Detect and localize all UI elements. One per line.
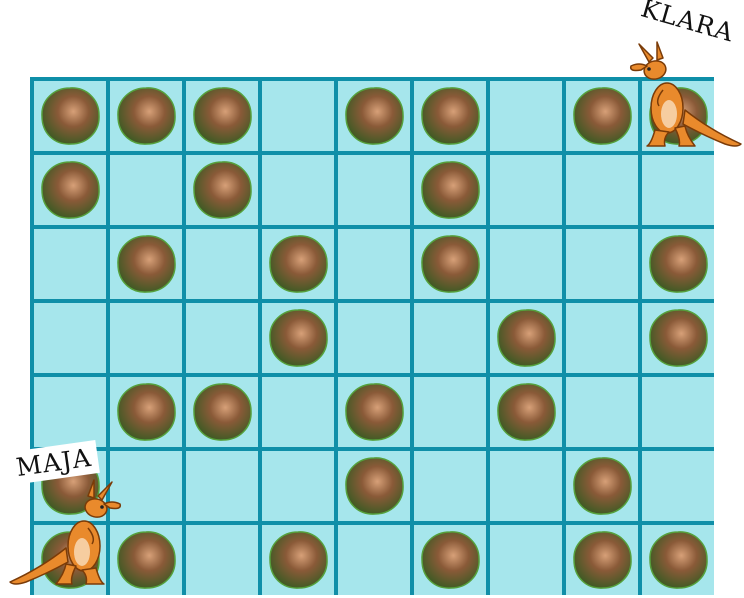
grid-cell (414, 229, 486, 299)
grid-cell (642, 303, 714, 373)
nut-icon (343, 381, 406, 443)
nut-icon (191, 85, 254, 147)
grid-cell (414, 377, 486, 447)
grid-cell (186, 451, 258, 521)
grid-cell (34, 81, 106, 151)
grid-cell (34, 229, 106, 299)
grid-cell (338, 155, 410, 225)
grid-cell (34, 303, 106, 373)
nut-icon (191, 159, 254, 221)
nut-icon (343, 85, 406, 147)
grid-cell (186, 155, 258, 225)
grid-cell (262, 303, 334, 373)
nut-icon (115, 233, 178, 295)
grid-cell (490, 303, 562, 373)
grid-cell (642, 451, 714, 521)
nut-icon (267, 233, 330, 295)
grid-cell (566, 451, 638, 521)
grid-cell (414, 525, 486, 595)
grid-cell (338, 377, 410, 447)
grid-cell (490, 525, 562, 595)
grid-cell (566, 525, 638, 595)
nut-icon (419, 85, 482, 147)
grid-cell (186, 303, 258, 373)
grid-cell (186, 81, 258, 151)
nut-icon (39, 85, 102, 147)
grid-cell (34, 377, 106, 447)
game-board (30, 77, 714, 595)
nut-icon (647, 307, 710, 369)
grid-cell (642, 377, 714, 447)
nut-icon (419, 159, 482, 221)
grid-cell (490, 451, 562, 521)
kangaroo-klara-icon (625, 40, 743, 152)
grid-cell (566, 229, 638, 299)
grid-cell (490, 229, 562, 299)
grid-cell (490, 377, 562, 447)
grid-cell (262, 377, 334, 447)
grid-cell (414, 303, 486, 373)
grid-cell (186, 229, 258, 299)
nut-icon (647, 233, 710, 295)
nut-icon (647, 529, 710, 591)
grid-cell (642, 525, 714, 595)
grid-cell (110, 229, 182, 299)
grid-cell (490, 155, 562, 225)
nut-icon (495, 381, 558, 443)
kangaroo-maja-icon (8, 478, 126, 590)
nut-icon (571, 529, 634, 591)
nut-icon (267, 529, 330, 591)
grid-cell (338, 525, 410, 595)
nut-icon (39, 159, 102, 221)
grid-cell (186, 525, 258, 595)
grid-cell (338, 303, 410, 373)
nut-icon (419, 233, 482, 295)
grid-cell (110, 377, 182, 447)
grid-cell (566, 377, 638, 447)
grid-cell (262, 451, 334, 521)
grid-cell (110, 155, 182, 225)
grid-cell (338, 451, 410, 521)
grid-cell (110, 81, 182, 151)
nut-icon (191, 381, 254, 443)
nut-icon (419, 529, 482, 591)
grid-cell (110, 303, 182, 373)
grid-cell (262, 81, 334, 151)
grid-cell (642, 155, 714, 225)
grid-cell (186, 377, 258, 447)
grid-cell (338, 229, 410, 299)
grid-cell (262, 229, 334, 299)
grid-cell (490, 81, 562, 151)
nut-icon (115, 85, 178, 147)
grid-cell (566, 155, 638, 225)
nut-icon (571, 455, 634, 517)
nut-icon (115, 381, 178, 443)
grid-cell (262, 525, 334, 595)
grid-cell (262, 155, 334, 225)
grid-cell (338, 81, 410, 151)
nut-icon (343, 455, 406, 517)
grid-cell (566, 303, 638, 373)
grid-cell (414, 155, 486, 225)
grid-cell (414, 81, 486, 151)
nut-icon (267, 307, 330, 369)
grid-cell (414, 451, 486, 521)
grid-cell (34, 155, 106, 225)
grid-cell (642, 229, 714, 299)
nut-icon (495, 307, 558, 369)
